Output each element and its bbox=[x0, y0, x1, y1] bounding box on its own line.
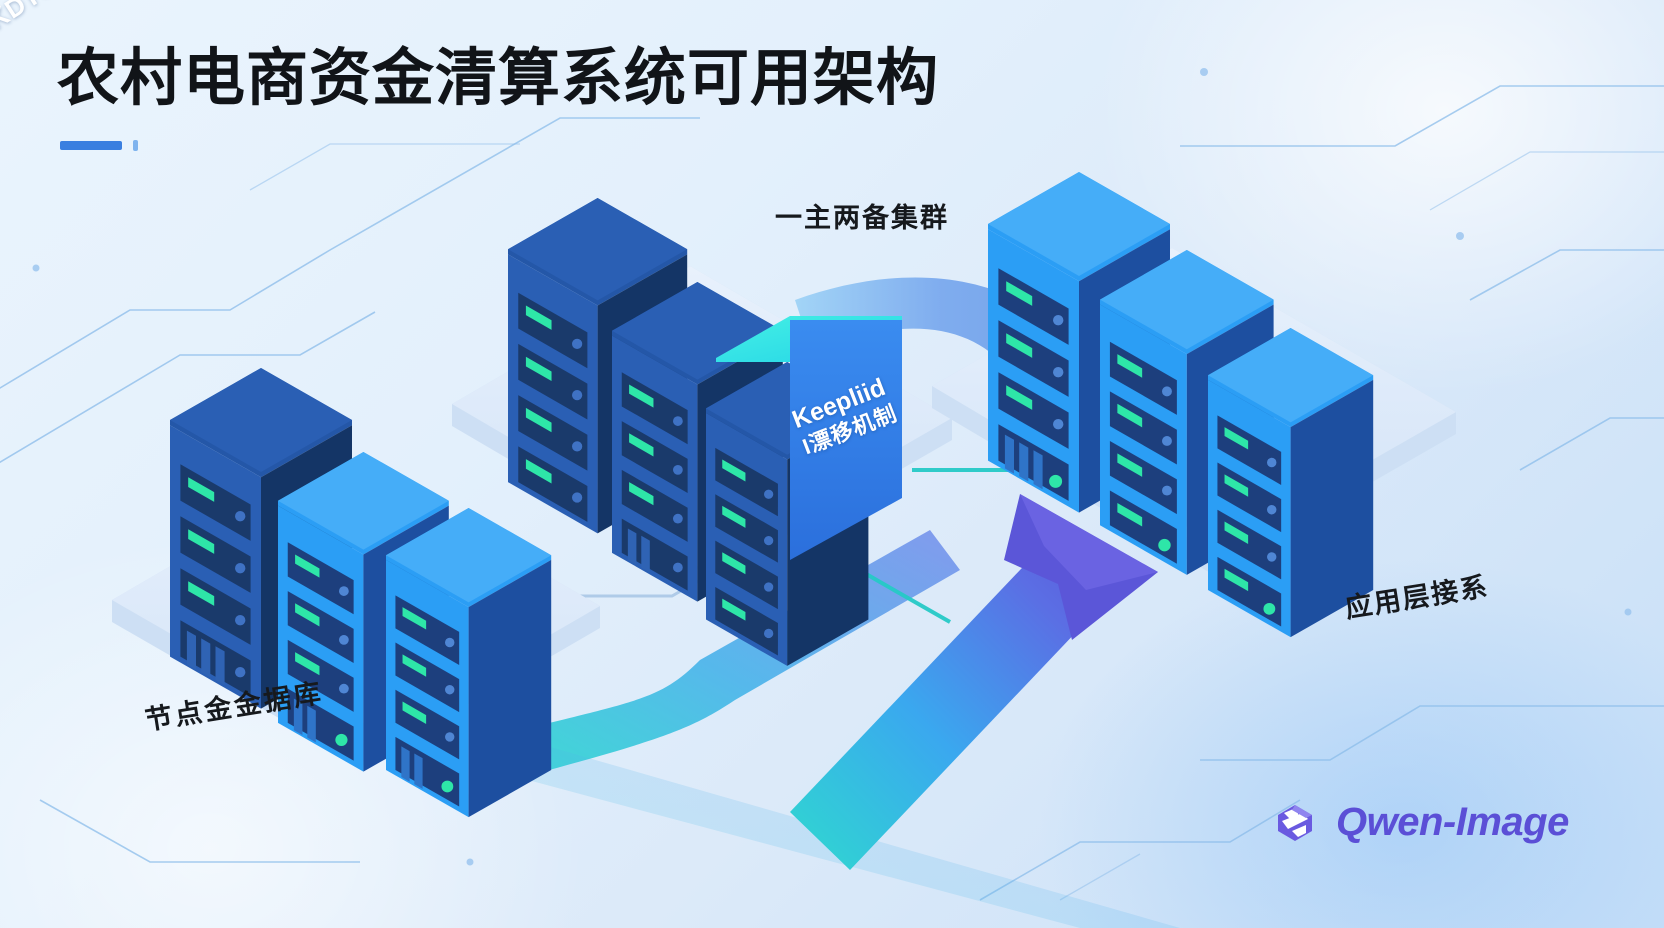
qwen-logo-icon bbox=[1278, 805, 1312, 841]
watermark-text: Qwen-Image bbox=[1336, 799, 1569, 844]
rack-slots bbox=[1109, 341, 1177, 564]
rack-slots bbox=[287, 542, 354, 761]
server-rack-db-1 bbox=[170, 368, 352, 709]
label-cluster: 一主两备集群 bbox=[775, 203, 949, 233]
server-group-application bbox=[988, 172, 1374, 638]
rack-slots bbox=[518, 292, 588, 522]
rack-slots bbox=[1217, 415, 1282, 627]
title-accent-dash bbox=[133, 140, 138, 151]
server-rack-db-3 bbox=[386, 508, 552, 818]
server-rack-app-2 bbox=[1100, 250, 1274, 575]
server-group-cluster bbox=[508, 198, 902, 666]
rack-slots bbox=[715, 447, 778, 656]
watermark: Qwen-Image bbox=[1268, 795, 1569, 849]
server-rack-app-3 bbox=[1208, 328, 1374, 638]
server-rack-cluster-3 bbox=[706, 362, 869, 666]
rack-slots bbox=[621, 372, 688, 591]
rack-slots bbox=[998, 268, 1069, 501]
rack-slots bbox=[395, 595, 460, 807]
server-rack-cluster-2 bbox=[612, 282, 783, 602]
server-rack-cluster-1 bbox=[508, 198, 688, 534]
server-rack-db-2 bbox=[278, 452, 449, 772]
rack-slots bbox=[180, 464, 251, 697]
keepalived-panel bbox=[716, 316, 902, 560]
page-title: 农村电商资金清算系统可用架构 bbox=[57, 44, 940, 113]
data-migration-arrow bbox=[790, 494, 1158, 870]
title-accent-bar bbox=[60, 141, 122, 150]
server-rack-app-1 bbox=[988, 172, 1170, 513]
server-group-database bbox=[170, 368, 552, 818]
